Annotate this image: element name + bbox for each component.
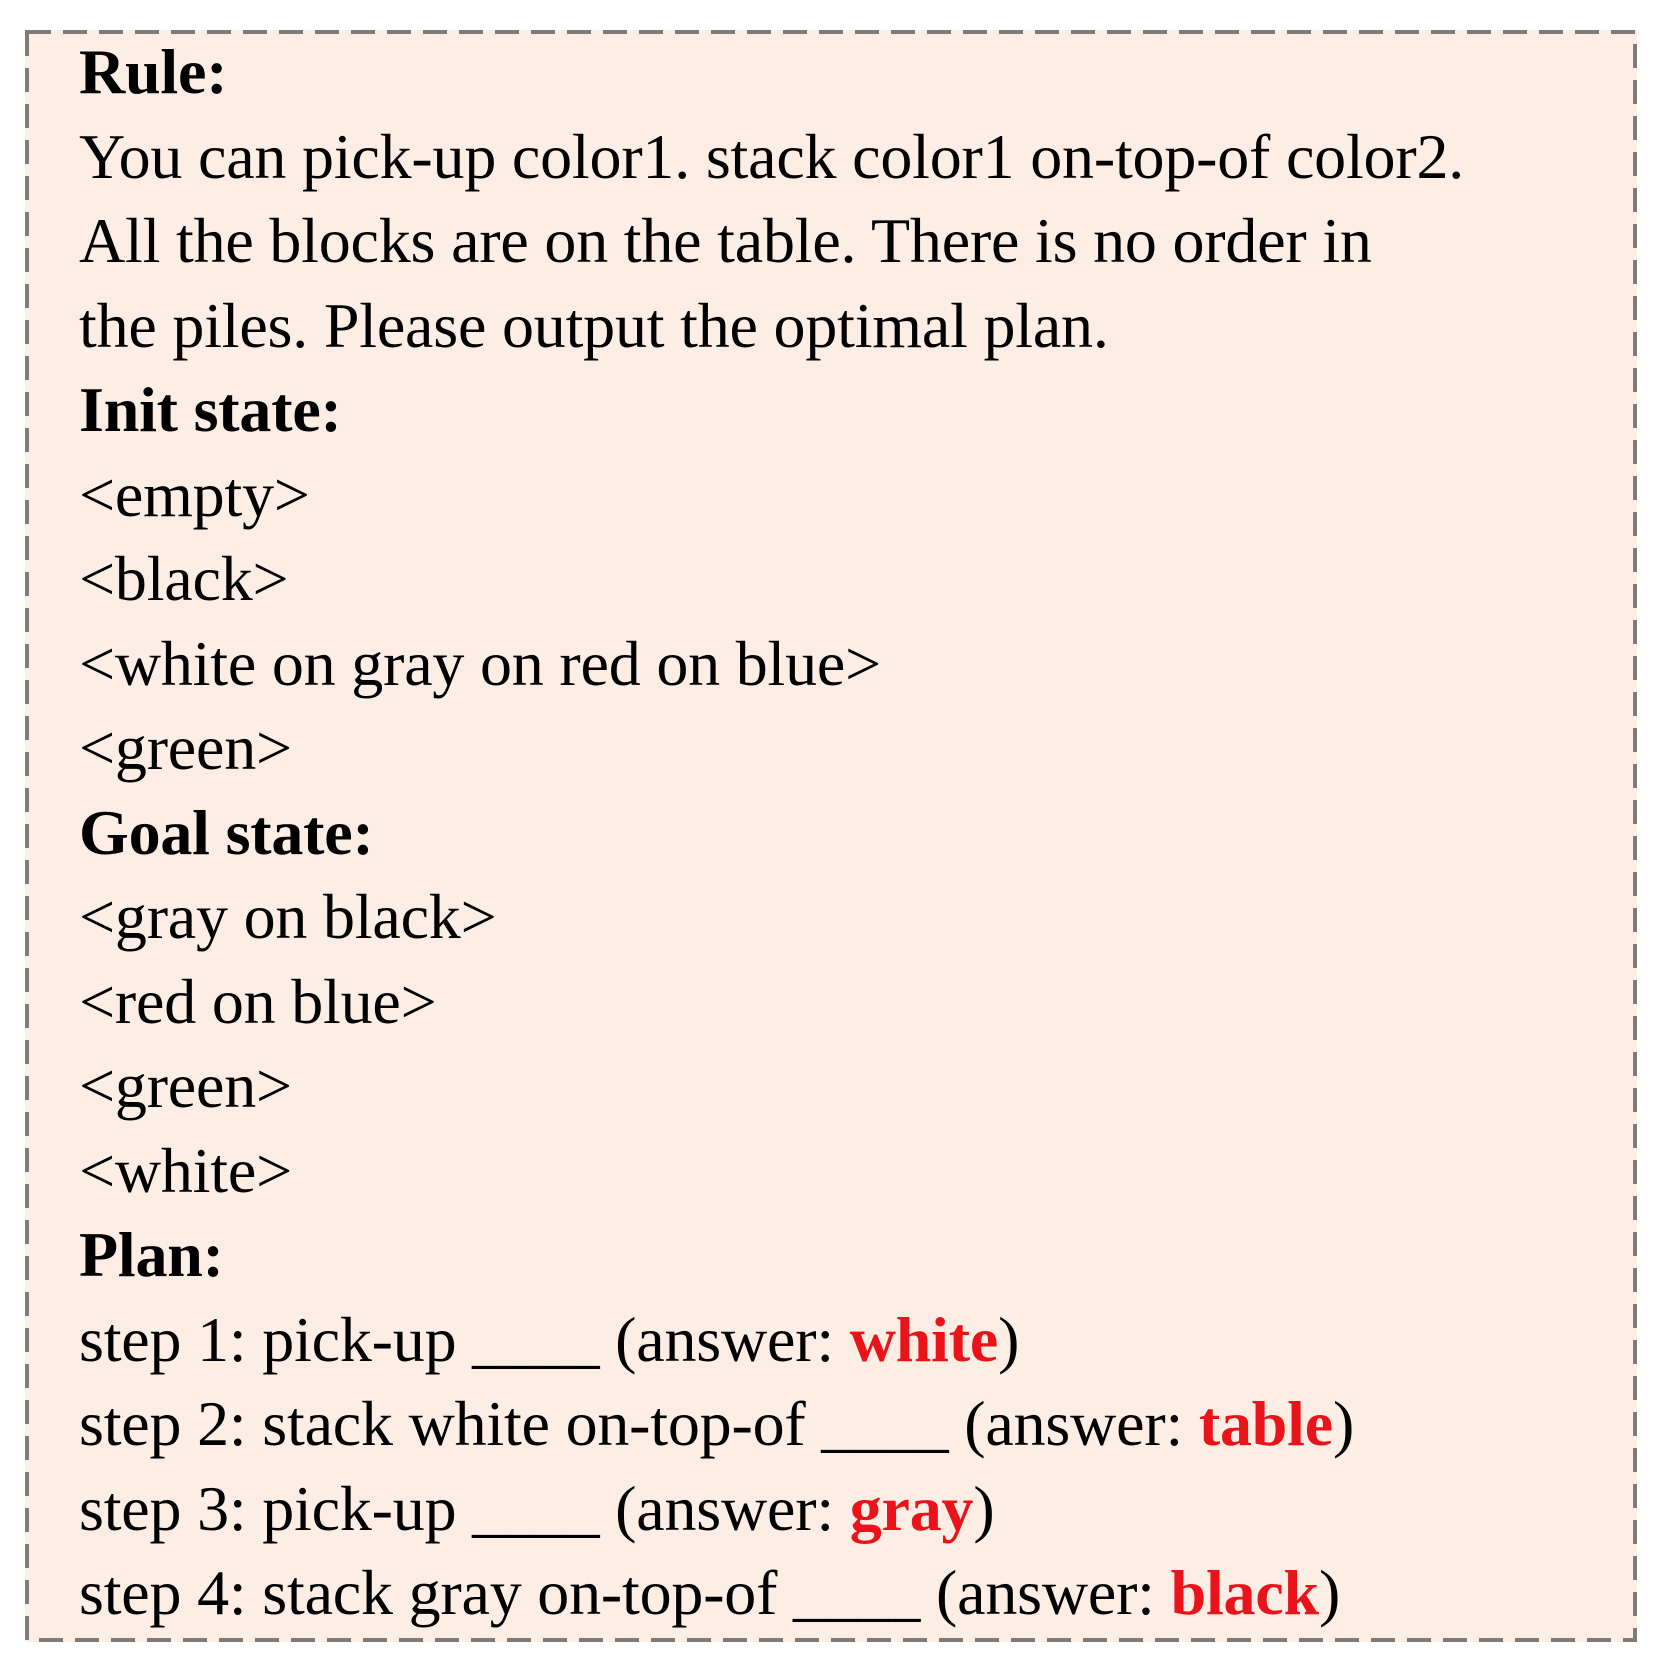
goal-pile-1: <gray on black> <box>79 881 497 952</box>
step-close: ) <box>973 1472 995 1544</box>
goal-pile-4: <white> <box>79 1134 292 1206</box>
rule-line-1: You can pick-up color1. stack color1 on-… <box>79 120 1465 192</box>
init-state-heading: Init state: <box>79 374 342 445</box>
step-text: step 3: pick-up ____ (answer: <box>79 1472 850 1544</box>
rule-line-3: the piles. Please output the optimal pla… <box>79 289 1109 361</box>
prompt-card: Rule: You can pick-up color1. stack colo… <box>25 30 1637 1642</box>
plan-step-3: step 3: pick-up ____ (answer: gray) <box>79 1467 1627 1552</box>
step-answer: gray <box>849 1472 974 1544</box>
init-pile-1: <empty> <box>79 458 310 530</box>
plan-step-4: step 4: stack gray on-top-of ____ (answe… <box>79 1551 1627 1636</box>
goal-pile-2: <red on blue> <box>79 965 437 1037</box>
step-text: step 1: pick-up ____ (answer: <box>79 1303 850 1375</box>
step-answer: black <box>1170 1557 1320 1628</box>
plan-heading: Plan: <box>79 1219 224 1290</box>
plan-step-2: step 2: stack white on-top-of ____ (answ… <box>79 1382 1627 1467</box>
step-answer: table <box>1198 1388 1333 1459</box>
step-text: step 4: stack gray on-top-of ____ (answe… <box>79 1557 1171 1628</box>
step-answer: white <box>849 1303 999 1375</box>
plan-step-1: step 1: pick-up ____ (answer: white) <box>79 1298 1627 1383</box>
step-close: ) <box>1332 1388 1355 1459</box>
step-close: ) <box>1318 1557 1341 1628</box>
goal-state-heading: Goal state: <box>79 796 374 868</box>
rule-heading: Rule: <box>79 36 228 107</box>
goal-pile-3: <green> <box>79 1050 292 1121</box>
prompt-text: Rule: You can pick-up color1. stack colo… <box>79 30 1627 1636</box>
rule-line-2: All the blocks are on the table. There i… <box>79 205 1372 276</box>
init-pile-2: <black> <box>79 543 289 614</box>
step-text: step 2: stack white on-top-of ____ (answ… <box>79 1388 1199 1459</box>
step-close: ) <box>998 1303 1020 1375</box>
init-pile-4: <green> <box>79 712 292 783</box>
init-pile-3: <white on gray on red on blue> <box>79 627 882 699</box>
